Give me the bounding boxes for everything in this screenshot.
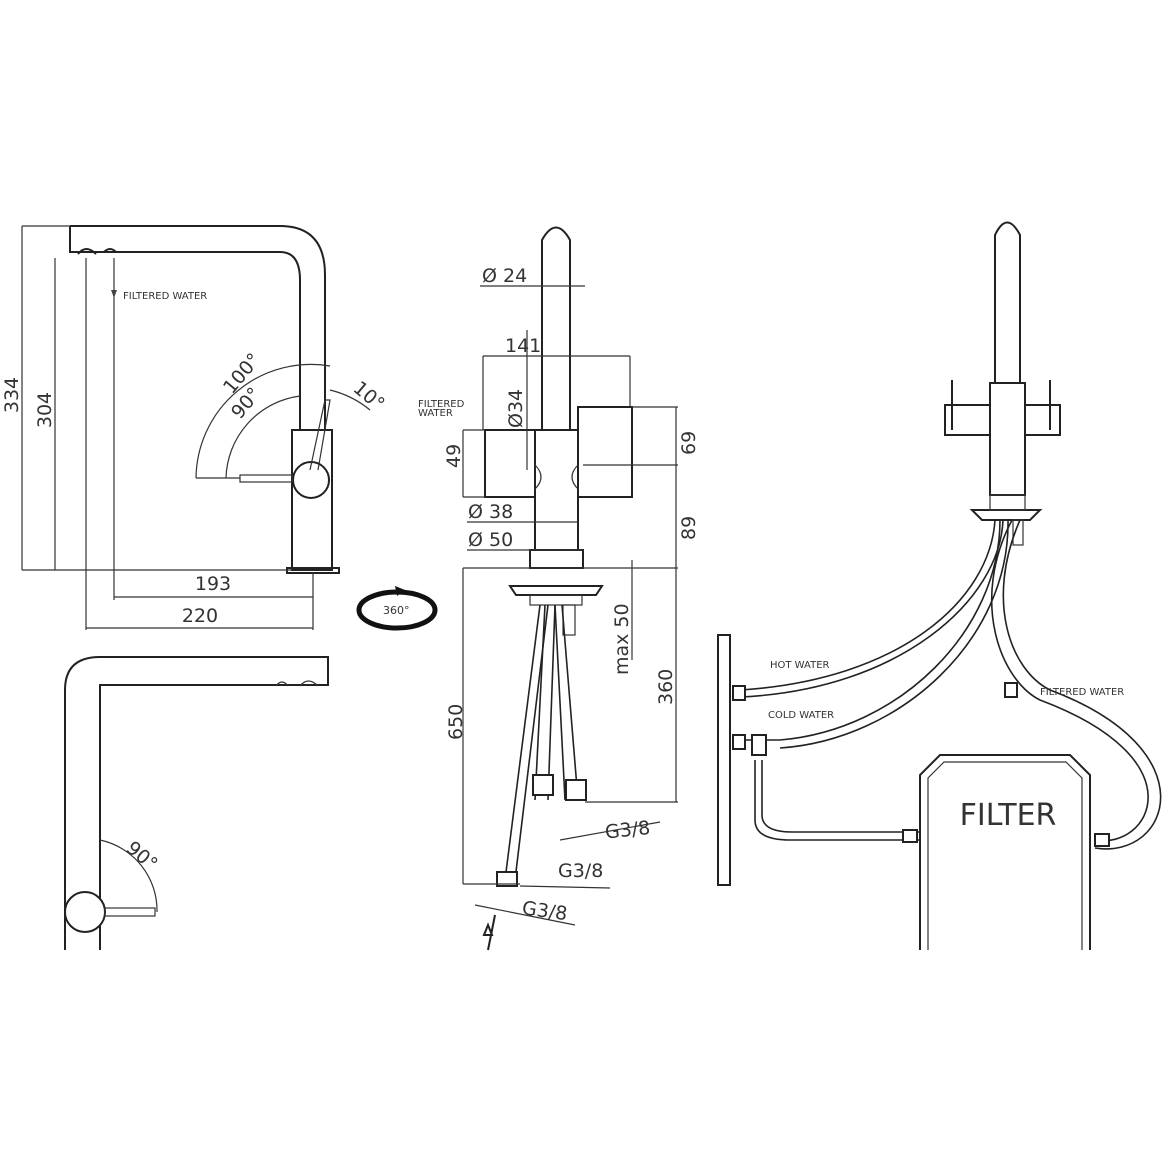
filtered-label-1: FILTERED (418, 399, 465, 410)
dim-dia-24: Ø 24 (482, 265, 527, 287)
top-view: 90° (64, 656, 329, 950)
filtered-water-label-install: FILTERED WATER (1040, 687, 1124, 698)
flow-arrow-icon (111, 290, 117, 298)
dim-dia-50: Ø 50 (468, 529, 513, 551)
dim-max-50: max 50 (611, 603, 633, 675)
dim-360: 360 (655, 669, 677, 705)
angle-10: 10° (349, 377, 389, 416)
cold-water-label: COLD WATER (768, 710, 834, 721)
dim-69: 69 (678, 431, 700, 455)
side-view: 334 304 193 220 100° 90° 10° FILTERED WA… (1, 225, 389, 630)
dim-height-spout: 304 (34, 392, 56, 428)
rotation-label: 360° (383, 604, 410, 617)
filtered-water-label: FILTERED WATER (123, 291, 207, 302)
dim-dia-34: Ø34 (505, 389, 527, 428)
dim-reach-outlet: 193 (195, 573, 231, 595)
dim-650: 650 (445, 704, 467, 740)
thread-label-2: G3/8 (558, 860, 603, 882)
thread-label-1: G3/8 (604, 817, 651, 844)
installation-view: FILTER HOT WATER COLD WATER FILTERED WAT… (717, 221, 1162, 950)
dim-height-total: 334 (1, 377, 23, 413)
filter-label: FILTER (960, 798, 1057, 833)
filtered-label-2: WATER (418, 408, 453, 419)
dim-reach-total: 220 (182, 605, 218, 627)
front-view: Ø 24 141 Ø34 FILTERED WATER 49 69 Ø 38 Ø… (418, 226, 700, 951)
rotation-360-icon: 360° (356, 586, 438, 631)
thread-label-3: G3/8 (521, 897, 569, 925)
top-angle-90: 90° (122, 837, 162, 876)
dim-49: 49 (443, 444, 465, 468)
dim-89: 89 (678, 516, 700, 540)
hot-water-label: HOT WATER (770, 660, 830, 671)
dim-width-141: 141 (505, 335, 541, 357)
dim-dia-38: Ø 38 (468, 501, 513, 523)
